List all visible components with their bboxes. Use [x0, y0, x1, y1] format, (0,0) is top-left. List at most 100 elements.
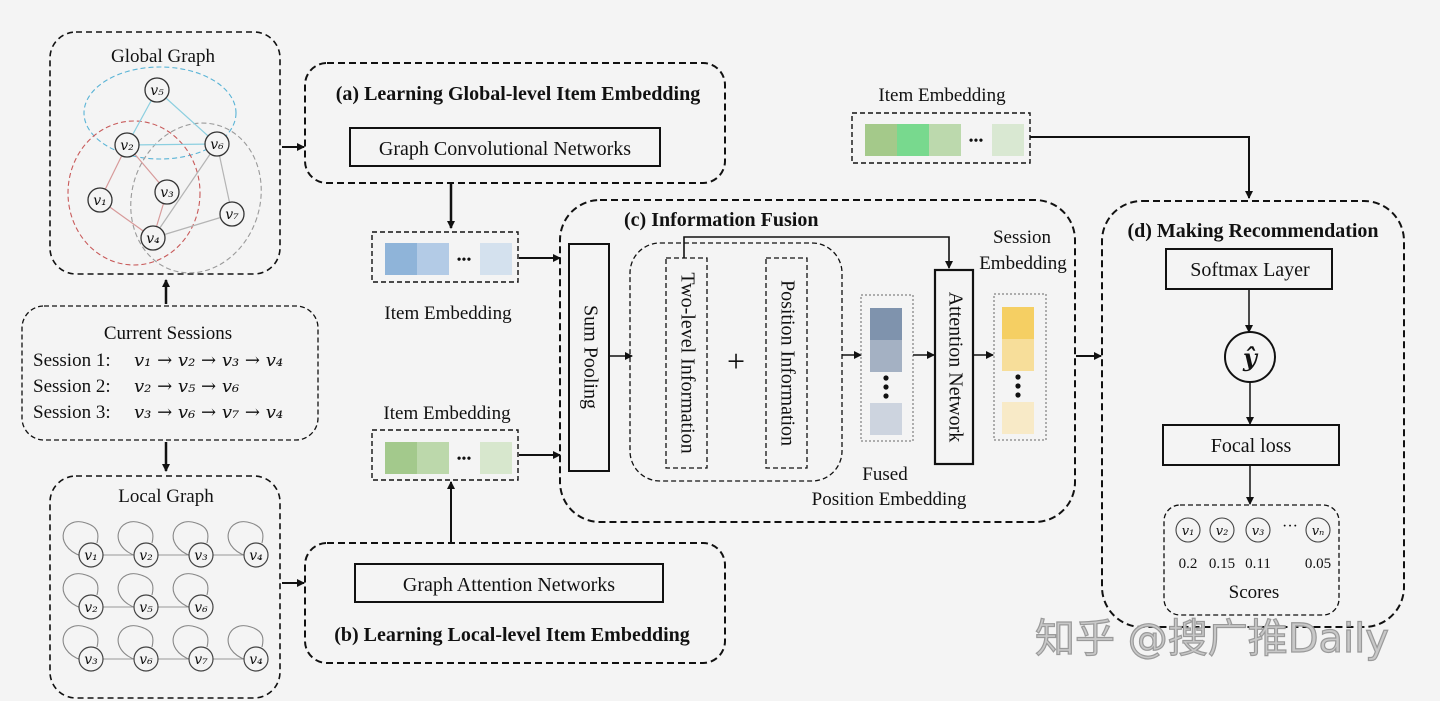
graph-node-label: v₃ — [160, 185, 174, 201]
embedding-cell — [385, 442, 417, 474]
focal-loss-box — [1162, 424, 1340, 466]
local-node: v₁ — [62, 521, 134, 568]
local-node: v₂ — [117, 521, 189, 568]
graph-node-v6: v₆ — [204, 131, 230, 157]
self-loop-edge — [227, 521, 264, 557]
embedding-cell — [897, 124, 929, 156]
session-sequence: v₂ → v₅ → v₆ — [134, 376, 239, 397]
attention-network-box — [933, 268, 975, 466]
local-node: v₆ — [117, 625, 189, 672]
global-graph-clusters — [67, 66, 262, 274]
module-a-panel: (a) Learning Global-level Item Embedding… — [304, 62, 726, 184]
graph-node-v4: v₄ — [140, 225, 166, 251]
embedding-cell — [870, 340, 902, 372]
top-item-embedding-label: Item Embedding — [878, 85, 1006, 106]
local-node: v₄ — [227, 625, 269, 672]
session-sequence: v₃ → v₆ → v₇ → v₄ — [134, 402, 283, 423]
y-hat-label: ŷ — [1242, 343, 1259, 372]
local-node-label: v₆ — [139, 652, 153, 668]
score-item: vₙ0.05 — [1305, 517, 1331, 572]
two-level-info-label: Two-level Information — [676, 272, 698, 453]
softmax-label: Softmax Layer — [1190, 259, 1310, 281]
session-sequence: v₁ → v₂ → v₃ → v₄ — [134, 350, 283, 371]
embedding-ellipsis: ••• — [457, 253, 472, 268]
graph-node-label: v₅ — [150, 83, 164, 99]
self-loop-edge — [172, 521, 209, 557]
self-loop-edge — [117, 625, 154, 661]
global-graph-nodes: v₅ v₂ v₆ v₁ v₃ v₇ v₄ — [87, 77, 245, 251]
module-d-panel: (d) Making Recommendation Softmax Layer … — [1101, 200, 1405, 628]
session-embedding — [993, 293, 1047, 441]
two-level-info-box — [665, 257, 708, 469]
module-c-panel: (c) Information Fusion Sum Pooling Two-l… — [559, 199, 1076, 523]
embedding-cell — [870, 308, 902, 340]
self-loop-edge — [117, 573, 154, 609]
graph-node-label: v₁ — [93, 193, 107, 209]
graph-node-v7: v₇ — [219, 201, 245, 227]
position-info-label: Position Information — [776, 280, 798, 446]
graph-node-label: v₇ — [225, 207, 239, 223]
gat-label: Graph Attention Networks — [403, 574, 615, 596]
session-label: Session 1: — [33, 350, 111, 371]
embedding-cell — [1002, 307, 1034, 339]
session-label-1: Session — [993, 227, 1052, 248]
self-loop-edge — [227, 625, 264, 661]
self-loop-edge — [172, 573, 209, 609]
local-node: v₃ — [62, 625, 134, 672]
local-node: v₆ — [172, 573, 214, 620]
graph-node-v1: v₁ — [87, 187, 113, 213]
local-node-label: v₄ — [249, 548, 263, 564]
embedding-cell — [385, 243, 417, 275]
focal-loss-label: Focal loss — [1211, 435, 1292, 457]
embedding-cell — [417, 442, 449, 474]
scores-label: Scores — [1229, 582, 1280, 603]
score-node-label: vₙ — [1312, 524, 1325, 539]
score-node-label: v₃ — [1252, 524, 1265, 539]
module-d-title: (d) Making Recommendation — [1127, 220, 1378, 242]
score-item: v₂0.15 — [1209, 517, 1235, 572]
cluster-session-1 — [67, 120, 201, 266]
local-node-label: v₂ — [84, 600, 98, 616]
embedding-cell — [1002, 402, 1034, 434]
self-loop-edge — [62, 521, 99, 557]
global-item-embedding: ••• Item Embedding — [371, 231, 519, 324]
local-graph-title: Local Graph — [118, 486, 214, 507]
embedding-cell — [992, 124, 1024, 156]
graph-node-label: v₂ — [120, 138, 134, 154]
global-graph-edges — [99, 89, 233, 239]
graph-node-label: v₆ — [210, 137, 224, 153]
local-node-label: v₇ — [194, 652, 208, 668]
local-node-label: v₃ — [84, 652, 98, 668]
watermark: 知乎 @搜广推Daily — [1035, 616, 1389, 662]
local-node-label: v₂ — [139, 548, 153, 564]
local-node: v₃ — [172, 521, 244, 568]
attention-network-label: Attention Network — [944, 292, 966, 443]
self-loop-edge — [117, 521, 154, 557]
global-graph-title: Global Graph — [111, 46, 215, 67]
fusion-inner-box — [629, 242, 843, 482]
current-sessions-panel: Current Sessions Session 1:v₁ → v₂ → v₃ … — [21, 305, 319, 441]
graph-edge — [126, 143, 218, 146]
cluster-session-3 — [130, 122, 262, 274]
local-item-embedding: Item Embedding ••• — [371, 403, 519, 481]
arrow-two-level-to-attention — [683, 236, 953, 269]
graph-node-v3: v₃ — [154, 179, 180, 205]
embedding-cell — [870, 403, 902, 435]
fused-position-embedding — [860, 294, 914, 442]
local-node-label: v₆ — [194, 600, 208, 616]
embedding-ellipsis-dot — [883, 384, 889, 390]
embedding-cell — [417, 243, 449, 275]
module-b-panel: Graph Attention Networks (b) Learning Lo… — [304, 542, 726, 664]
embedding-ellipsis: ••• — [969, 134, 984, 149]
fused-label-2: Position Embedding — [812, 489, 967, 510]
graph-edge — [152, 213, 233, 239]
session-label: Session 3: — [33, 402, 111, 423]
score-item: v₃0.11 — [1245, 517, 1271, 572]
embedding-cell — [929, 124, 961, 156]
graph-node-label: v₄ — [146, 231, 160, 247]
local-node-label: v₄ — [249, 652, 263, 668]
